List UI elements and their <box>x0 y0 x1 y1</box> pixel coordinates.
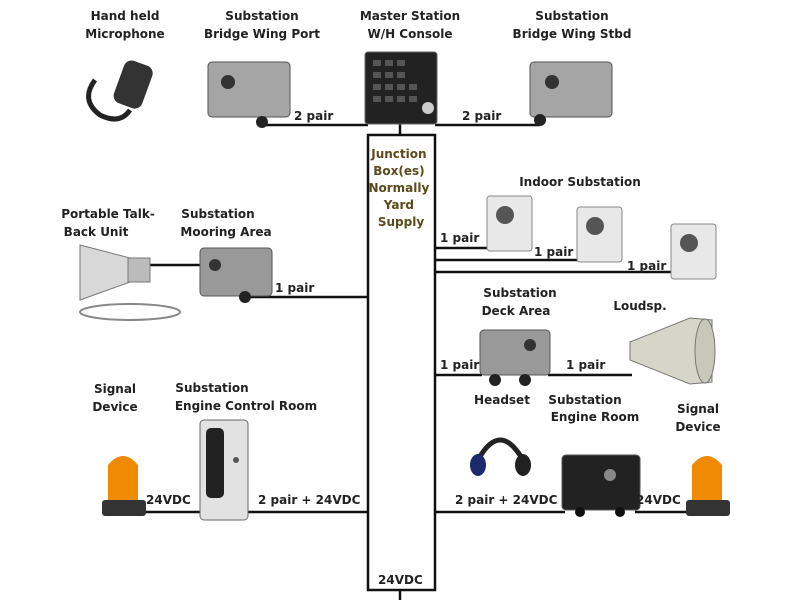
cable-label-indoor-2: 1 pair <box>534 245 573 259</box>
bridge-port-substation-icon <box>207 61 291 128</box>
cable-label-deck-out: 1 pair <box>566 358 605 372</box>
indoor-substation-label: Indoor Substation <box>519 175 641 189</box>
cable-label-bridge-port: 2 pair <box>294 109 333 123</box>
headset-icon <box>470 437 531 476</box>
cable-label-bridge-stbd: 2 pair <box>462 109 501 123</box>
loudspeaker-icon <box>629 317 716 385</box>
cable-label-indoor-1: 1 pair <box>440 231 479 245</box>
connections <box>140 122 700 600</box>
cable-label-supply: 24VDC <box>378 573 423 587</box>
cable-label-mooring: 1 pair <box>275 281 314 295</box>
loudspeaker-label: Loudsp. <box>613 299 666 313</box>
cable-label-engine-room: 2 pair + 24VDC <box>455 493 558 507</box>
cable-label-indoor-3: 1 pair <box>627 259 666 273</box>
cable-label-signal-right: 24VDC <box>636 493 681 507</box>
deck-substation-icon <box>479 329 551 386</box>
cable-label-deck-in: 1 pair <box>440 358 479 372</box>
master-station-console-icon <box>364 51 438 125</box>
microphone-icon <box>86 60 153 122</box>
signal-beacon-right-icon <box>686 456 730 516</box>
signal-beacon-left-icon <box>102 456 146 516</box>
junction-box <box>366 133 437 592</box>
engine-control-phone-icon <box>199 419 249 521</box>
talkback-label: Portable Talk-Back Unit <box>61 207 155 239</box>
portable-talkback-speaker-icon <box>79 244 181 321</box>
cable-label-engine-control: 2 pair + 24VDC <box>258 493 361 507</box>
indoor-substation-icons <box>486 195 717 280</box>
mooring-substation-icon <box>199 247 273 303</box>
junction-box-label: Junction Box(es) Normally Yard Supply <box>368 147 433 229</box>
headset-label: Headset <box>474 393 530 407</box>
engine-room-substation-icon <box>561 454 641 517</box>
bridge-stbd-substation-icon <box>529 61 613 126</box>
cable-label-signal-left: 24VDC <box>146 493 191 507</box>
